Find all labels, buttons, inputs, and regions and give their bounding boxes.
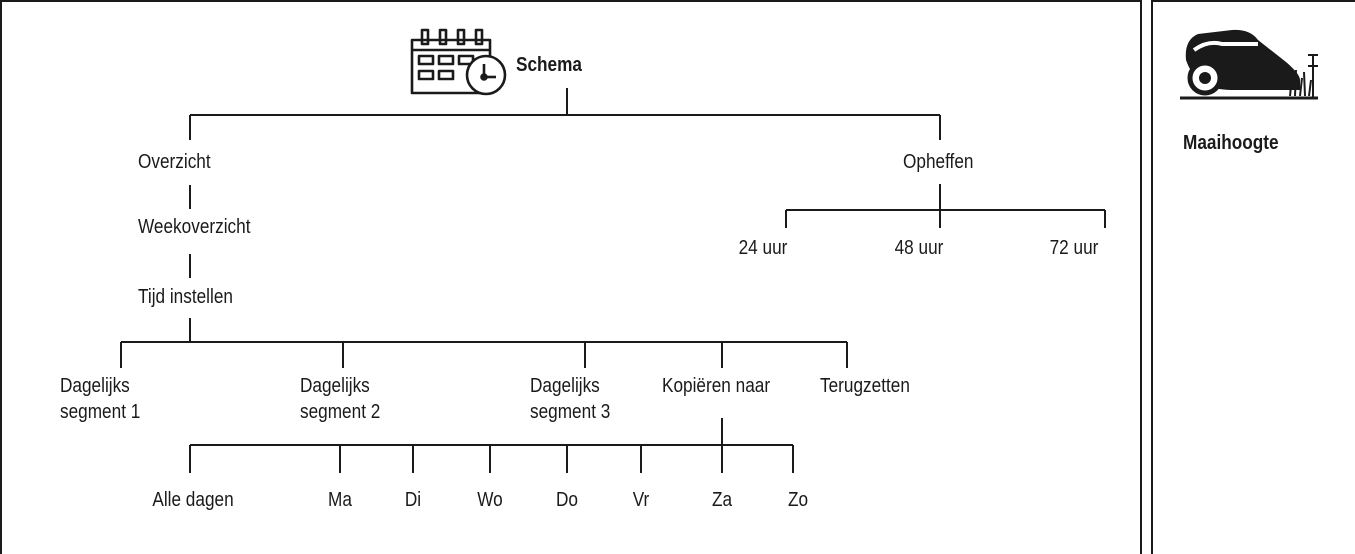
node-segment-1: Dagelijks segment 1 <box>60 373 140 425</box>
node-kopieren-naar: Kopiëren naar <box>662 375 771 397</box>
segment-1-line2: segment 1 <box>60 401 141 423</box>
node-weekoverzicht: Weekoverzicht <box>138 216 251 238</box>
node-terugzetten: Terugzetten <box>820 375 910 397</box>
segment-3-line1: Dagelijks <box>530 375 600 397</box>
node-24-uur: 24 uur <box>738 237 788 259</box>
node-48-uur: 48 uur <box>894 237 944 259</box>
node-tijd-instellen: Tijd instellen <box>138 286 233 308</box>
side-label-maaihoogte: Maaihoogte <box>1183 132 1279 154</box>
node-day-za: Za <box>711 489 733 511</box>
segment-2-line1: Dagelijks <box>300 375 370 397</box>
node-day-vr: Vr <box>632 489 650 511</box>
calendar-clock-icon <box>410 28 507 96</box>
node-day-wo: Wo <box>477 489 503 511</box>
segment-3-line2: segment 3 <box>530 401 611 423</box>
segment-1-line1: Dagelijks <box>60 375 130 397</box>
main-panel-frame <box>0 0 1142 554</box>
node-overzicht: Overzicht <box>138 151 211 173</box>
node-segment-2: Dagelijks segment 2 <box>300 373 380 425</box>
node-segment-3: Dagelijks segment 3 <box>530 373 610 425</box>
node-72-uur: 72 uur <box>1049 237 1099 259</box>
node-day-alle-dagen: Alle dagen <box>152 489 234 511</box>
node-day-do: Do <box>556 489 578 511</box>
node-day-di: Di <box>404 489 422 511</box>
node-day-zo: Zo <box>787 489 809 511</box>
node-schema: Schema <box>516 54 582 76</box>
node-opheffen: Opheffen <box>903 151 974 173</box>
node-day-ma: Ma <box>328 489 352 511</box>
mower-cutting-height-icon <box>1180 29 1318 100</box>
side-panel-frame <box>1151 0 1355 554</box>
segment-2-line2: segment 2 <box>300 401 381 423</box>
